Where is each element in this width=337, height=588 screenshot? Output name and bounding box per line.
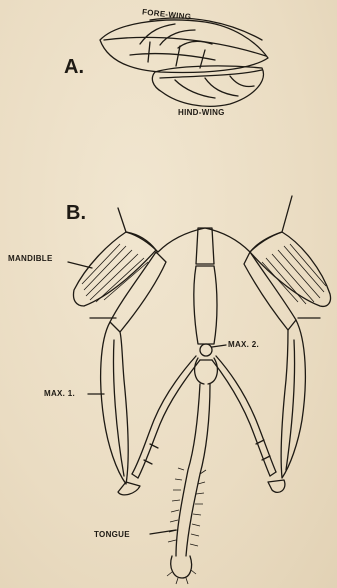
left-palp-segments bbox=[118, 444, 158, 495]
max2-label: MAX. 2. bbox=[228, 340, 259, 349]
labium-prementum bbox=[196, 228, 214, 264]
figure-b-letter: B. bbox=[66, 202, 86, 225]
right-maxilla-stipes bbox=[281, 318, 320, 478]
left-maxilla-stipes bbox=[90, 318, 128, 484]
labium-mentum bbox=[194, 266, 217, 344]
head-outline bbox=[118, 196, 292, 252]
fore-wing-vein bbox=[140, 24, 212, 48]
left-labial-palp bbox=[132, 356, 200, 478]
mandible-leader-line bbox=[68, 262, 92, 268]
fore-wing-vein bbox=[104, 37, 266, 56]
left-mandible-hatching bbox=[82, 244, 148, 302]
max2-leader-line bbox=[212, 345, 226, 347]
mandible-label: MANDIBLE bbox=[8, 254, 53, 263]
tongue-label: TONGUE bbox=[94, 530, 130, 539]
hind-wing-vein bbox=[160, 70, 262, 98]
fore-wing-vein bbox=[130, 42, 215, 68]
tongue bbox=[176, 384, 210, 556]
tongue-flabellum bbox=[171, 556, 192, 578]
labium-joint bbox=[200, 344, 212, 356]
hind-wing-label: HIND-WING bbox=[178, 108, 225, 117]
mouthparts-figure bbox=[68, 196, 331, 584]
figure-a-letter: A. bbox=[64, 56, 84, 79]
tongue-leader-line bbox=[150, 530, 176, 534]
max1-label: MAX. 1. bbox=[44, 389, 75, 398]
tongue-hairs bbox=[168, 468, 206, 546]
wings-figure bbox=[100, 18, 268, 106]
tongue-flabellum-hairs bbox=[167, 570, 196, 584]
fore-wing bbox=[100, 20, 268, 72]
